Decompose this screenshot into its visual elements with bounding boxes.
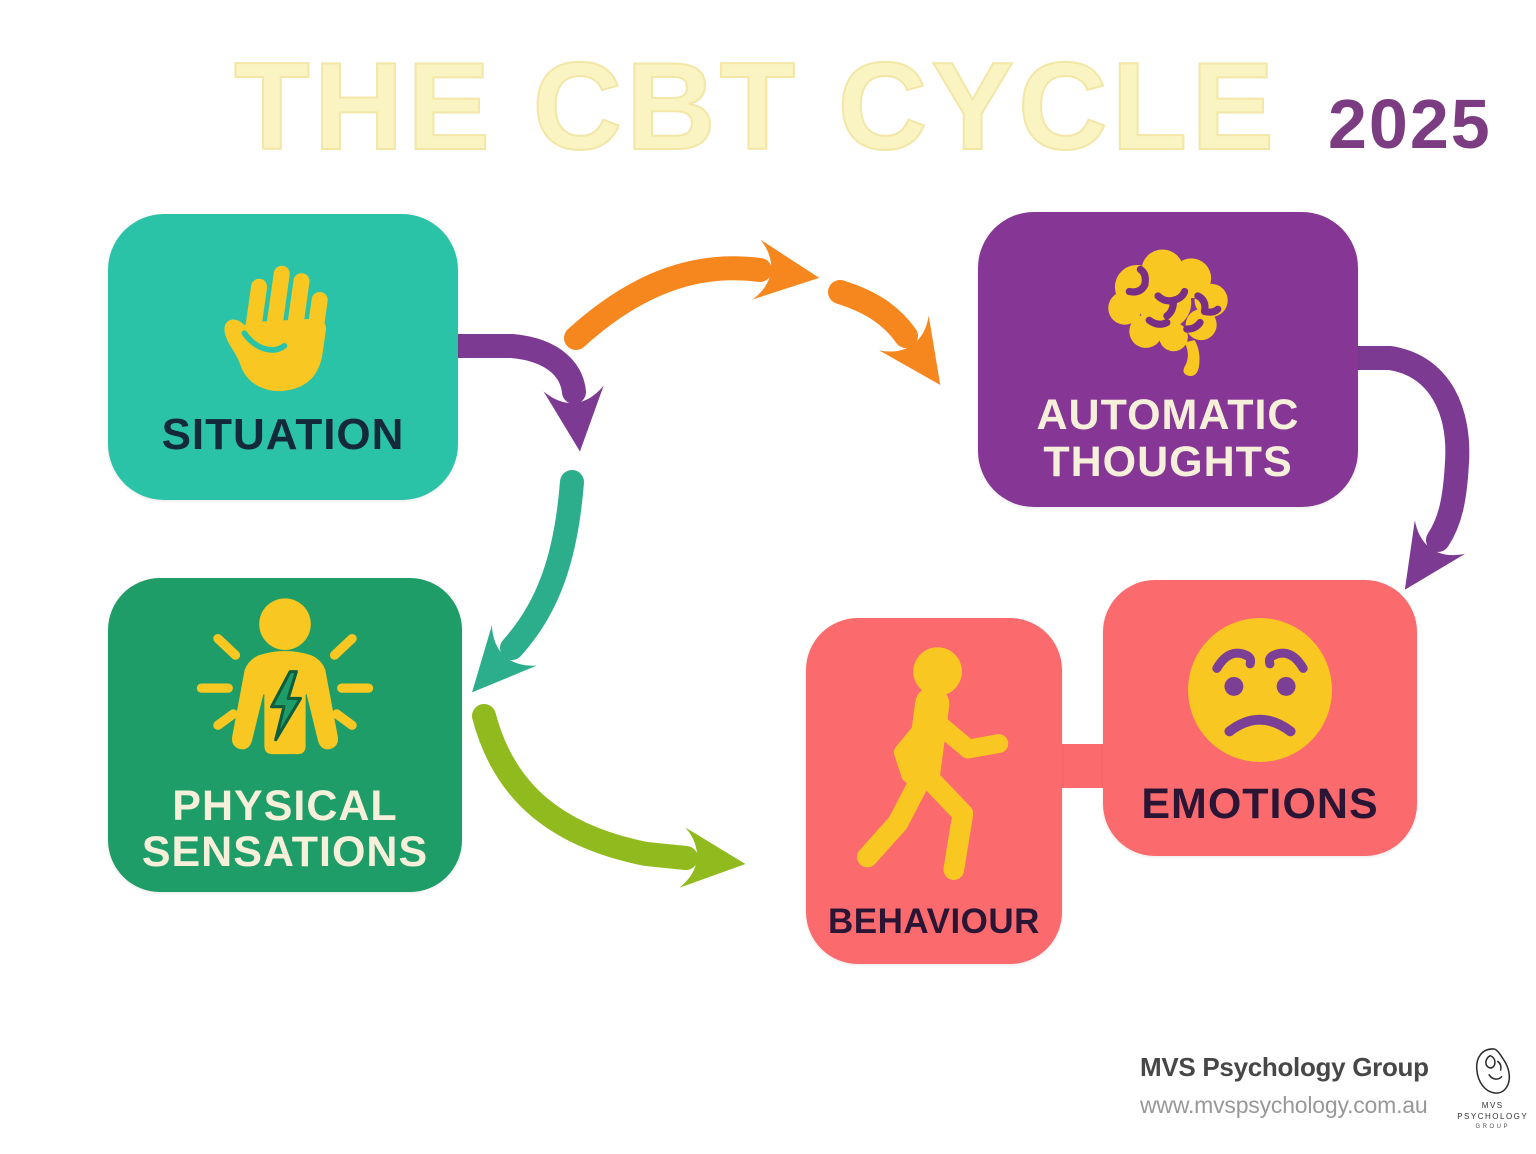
node-physical-sensations: PHYSICAL SENSATIONS [108,578,462,892]
footer-org-name: MVS Psychology Group [1140,1052,1429,1082]
node-behaviour: BEHAVIOUR [806,618,1062,964]
node-label-automatic-thoughts: AUTOMATIC THOUGHTS [1036,391,1300,486]
arrow-thoughts-to-emotions [1340,346,1470,590]
node-situation: SITUATION [108,214,458,500]
walking-person-icon [857,647,1009,881]
mvs-logo-caption-line3: GROUP [1475,1123,1510,1130]
mvs-logo: MVS PSYCHOLOGY GROUP [1457,1046,1529,1131]
page-title: THE CBT CYCLE [233,37,1278,177]
node-label-behaviour: BEHAVIOUR [828,902,1040,942]
mvs-logo-face-icon [1475,1048,1510,1094]
arrow-situation-to-thoughts-2 [828,280,941,385]
arrow-situation-downward [438,334,604,452]
arrow-physical-to-behaviour [472,704,746,888]
node-emotions: EMOTIONS [1103,580,1417,856]
title-year: 2025 [1328,85,1492,163]
footer-website-url: www.mvspsychology.com.au [1140,1092,1428,1118]
mvs-logo-caption-line1: MVS [1481,1101,1504,1110]
arrow-down-to-physical-sensations [472,470,584,693]
arrow-situation-to-thoughts-1 [564,239,820,350]
node-automatic-thoughts: AUTOMATIC THOUGHTS [978,212,1358,507]
node-label-emotions: EMOTIONS [1141,779,1379,828]
node-label-situation: SITUATION [161,410,405,460]
brain-icon [1108,249,1228,377]
stressed-person-icon [196,597,374,754]
node-label-physical-sensations: PHYSICAL SENSATIONS [141,781,429,876]
raised-hand-icon [224,265,328,392]
footer: MVS Psychology Group www.mvspsychology.c… [1140,1048,1529,1131]
footer-text: MVS Psychology Group www.mvspsychology.c… [1140,1052,1429,1119]
worried-face-icon [1188,617,1332,762]
mvs-logo-caption-line2: PSYCHOLOGY [1457,1111,1529,1121]
